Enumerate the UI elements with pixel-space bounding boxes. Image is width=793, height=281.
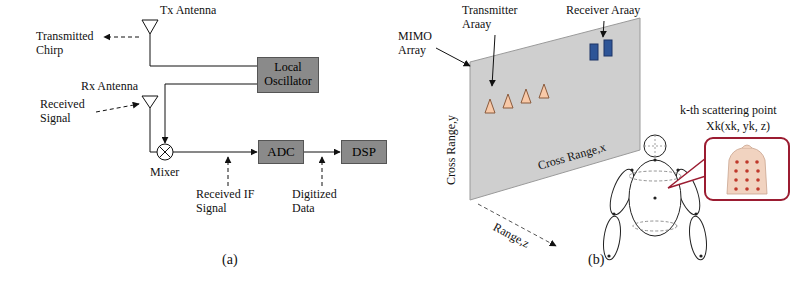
if-pointer (228, 157, 229, 186)
box-text: DSP (352, 145, 376, 160)
label-text: (b) (588, 252, 604, 268)
process-box: ADC (258, 140, 304, 164)
if-wire (173, 152, 257, 153)
tx-element (485, 99, 495, 113)
torso (629, 160, 681, 236)
data-pointer (322, 157, 323, 186)
label-text: Receiver Araay (566, 4, 640, 18)
callout-pointer (668, 158, 706, 188)
head (644, 135, 666, 157)
connector (304, 152, 340, 153)
mixer-symbol (157, 144, 173, 160)
rx-antenna-symbol (142, 96, 158, 152)
label-text: Received IF Signal (196, 188, 262, 216)
received-signal-arrow (96, 104, 139, 112)
label-text: Rx Antenna (70, 80, 138, 94)
label-text: Tx Antenna (160, 4, 216, 18)
callout-box (705, 138, 789, 200)
label-text: Transmitted Chirp (36, 30, 108, 58)
tx-element (521, 89, 531, 103)
torso-ring (633, 221, 677, 231)
process-box: Local Oscillator (257, 57, 319, 93)
lo-wire (165, 84, 258, 143)
scattering-points (734, 160, 760, 191)
label-text: Received Signal (40, 98, 96, 126)
tx-antenna-symbol (142, 20, 258, 66)
tx-pointer (492, 35, 495, 86)
process-box: DSP (341, 140, 387, 164)
label-text: k-th scattering point (680, 104, 777, 118)
tx-element (503, 94, 513, 108)
rx-element (590, 44, 598, 60)
box-text: Local Oscillator (262, 61, 314, 89)
label-text: (a) (222, 252, 238, 268)
label-text: Cross Range,y (445, 115, 459, 185)
arm (687, 215, 709, 261)
torso-ring (629, 171, 681, 181)
box-text: ADC (267, 145, 294, 160)
neck-image (742, 145, 752, 148)
tx-element (539, 84, 549, 98)
label-text: Xk(xk, yk, z) (706, 120, 770, 134)
label-text: Digitized Data (292, 188, 348, 216)
chirp-arrow (104, 37, 139, 38)
torso-image (727, 148, 767, 194)
mimo-panel (470, 18, 640, 200)
head-axes (644, 135, 666, 157)
label-text: Mixer (150, 166, 179, 180)
label-text: MIMO Array (398, 30, 442, 58)
label-text: Range,z (491, 221, 532, 251)
rx-element (604, 40, 612, 56)
label-text: Transmitter Araay (462, 4, 528, 32)
mimo-pointer (436, 48, 470, 66)
mixer-cross (159, 146, 170, 157)
rx-pointer (603, 21, 604, 37)
